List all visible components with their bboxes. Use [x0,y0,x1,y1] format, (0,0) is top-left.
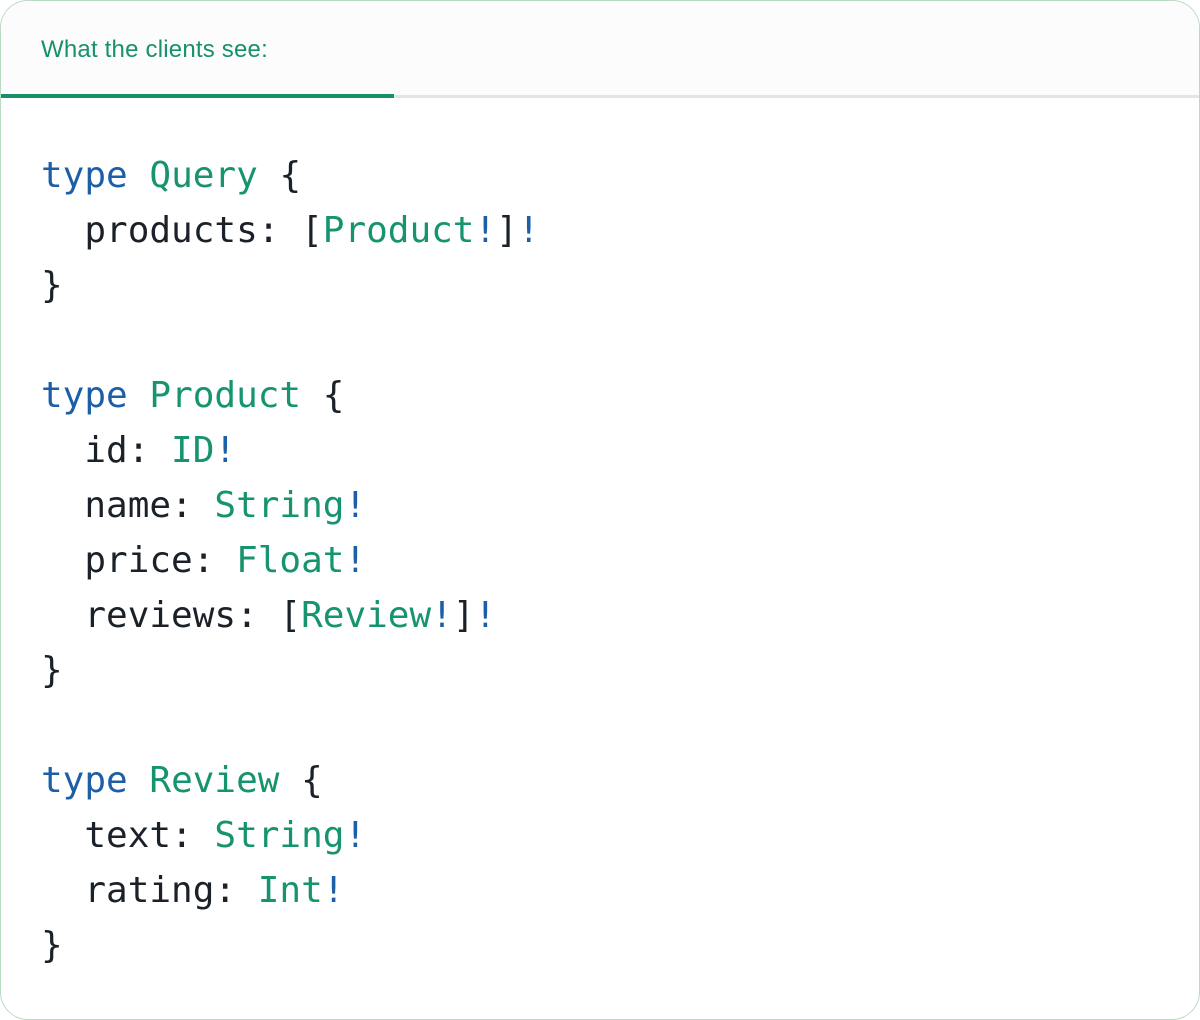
active-tab-indicator [1,94,394,98]
code-area: type Query { products: [Product!]!} type… [1,98,1199,973]
code-line: name: String! [41,478,1159,533]
code-token-pl [128,760,150,801]
code-line: id: ID! [41,423,1159,478]
code-token-pl: ] [452,595,475,636]
code-line: } [41,918,1159,973]
code-token-pl: { [301,375,345,416]
code-token-pl: { [257,155,302,196]
code-token-ty: Product [149,375,302,416]
tab-what-clients-see[interactable]: What the clients see: [1,1,308,98]
code-token-bang: ! [474,595,497,636]
code-line: type Review { [41,753,1159,808]
code-token-pl: id: [41,430,172,471]
code-token-pl: text: [41,815,215,856]
code-token-ty: Int [257,870,323,911]
code-token-pl [128,375,150,416]
tab-bar: What the clients see: [1,1,1199,98]
code-token-ty: Review [301,595,432,636]
code-token-bang: ! [431,595,453,636]
code-token-pl: name: [41,485,215,526]
code-token-pl: rating: [41,870,258,911]
code-token-pl: } [41,650,63,691]
code-token-pl: price: [41,540,237,581]
code-line: text: String! [41,808,1159,863]
code-token-bang: ! [474,210,497,251]
code-token-ty: Query [149,155,258,196]
code-token-pl: { [279,760,323,801]
code-token-kw: type [41,760,128,801]
code-token-ty: String [214,485,345,526]
code-line: type Query { [41,148,1159,203]
code-token-bang: ! [344,815,367,856]
code-token-ty: Float [236,540,345,581]
code-token-bang: ! [344,540,367,581]
code-line [41,313,1159,368]
code-token-bang: ! [214,430,237,471]
code-token-kw: type [41,155,128,196]
code-token-pl: products: [ [41,210,323,251]
tab-bar-divider [1,95,1199,98]
graphql-schema-code: type Query { products: [Product!]!} type… [41,148,1159,973]
code-line [41,698,1159,753]
code-token-pl [128,155,150,196]
code-line: } [41,258,1159,313]
code-token-pl: ] [496,210,518,251]
code-line: price: Float! [41,533,1159,588]
code-line: type Product { [41,368,1159,423]
code-token-ty: ID [171,430,215,471]
code-token-ty: Review [149,760,280,801]
code-token-bang: ! [322,870,345,911]
code-token-ty: Product [322,210,475,251]
code-line: } [41,643,1159,698]
code-token-pl: } [41,925,63,966]
code-token-pl: reviews: [ [41,595,302,636]
code-token-bang: ! [344,485,367,526]
code-line: rating: Int! [41,863,1159,918]
tab-label: What the clients see: [41,35,268,63]
code-line: products: [Product!]! [41,203,1159,258]
code-line: reviews: [Review!]! [41,588,1159,643]
code-token-bang: ! [517,210,540,251]
code-token-ty: String [214,815,345,856]
code-token-kw: type [41,375,128,416]
code-token-pl: } [41,265,63,306]
